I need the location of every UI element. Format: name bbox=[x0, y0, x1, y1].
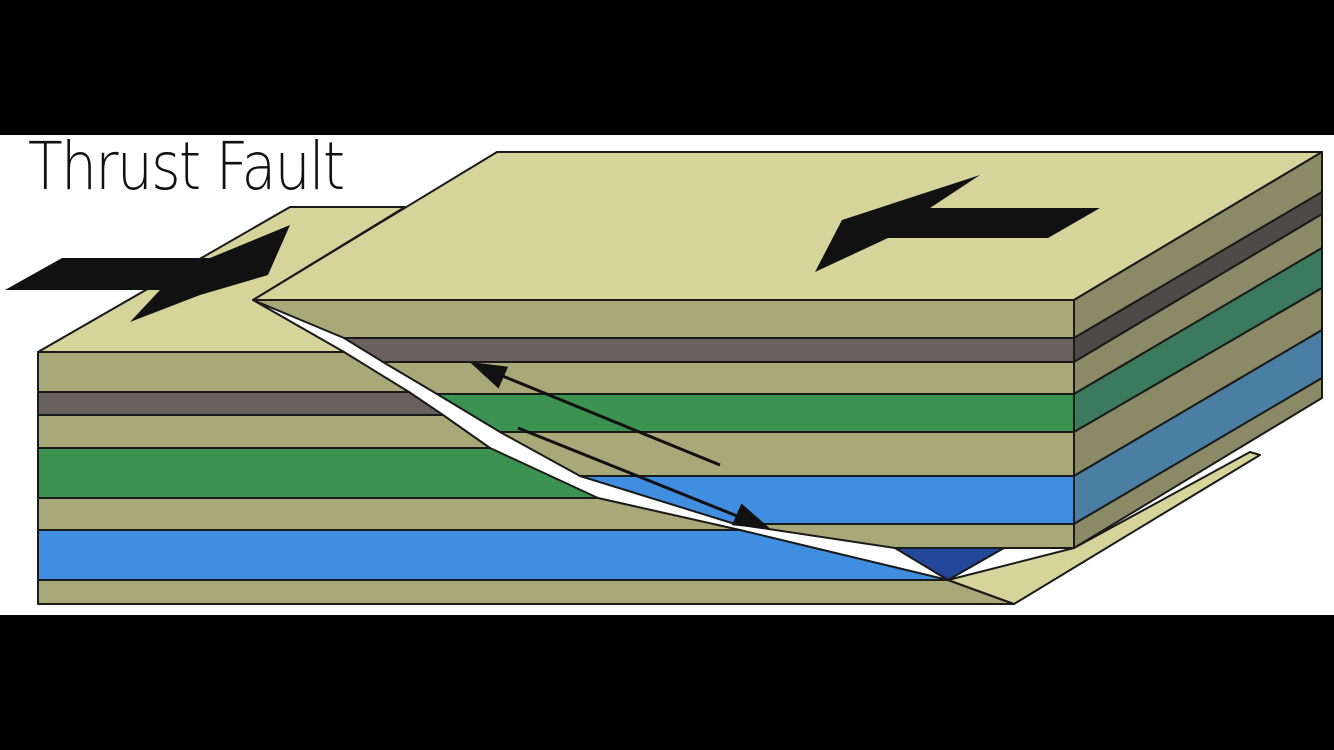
footwall-layer-tan-1 bbox=[37, 351, 410, 393]
footwall-layer-tan-4 bbox=[37, 579, 1015, 605]
fault-slip-up-arrow bbox=[469, 361, 509, 389]
side-layer-tan-4 bbox=[1073, 377, 1323, 549]
hangingwall-layer-green bbox=[436, 393, 1075, 433]
fault-slip-up-line bbox=[487, 368, 721, 467]
arrow-right-icon bbox=[5, 225, 290, 322]
footwall-layer-blue bbox=[37, 529, 949, 581]
hangingwall-layer-gray bbox=[343, 337, 1075, 363]
footwall-layer-gray bbox=[37, 391, 444, 416]
footwall-layer-green bbox=[37, 447, 599, 499]
arrow-left-icon bbox=[815, 175, 1100, 272]
diagram-title: Thrust Fault bbox=[28, 128, 345, 205]
hangingwall-layer-tan-1 bbox=[252, 299, 1075, 339]
footwall-layer-tan-2 bbox=[37, 414, 491, 449]
footwall-layer-tan-3 bbox=[37, 497, 741, 531]
fault-slip-down-line bbox=[517, 426, 753, 524]
footwall-side-ledge bbox=[947, 451, 1261, 605]
fault-slip-down-arrow bbox=[731, 503, 771, 529]
